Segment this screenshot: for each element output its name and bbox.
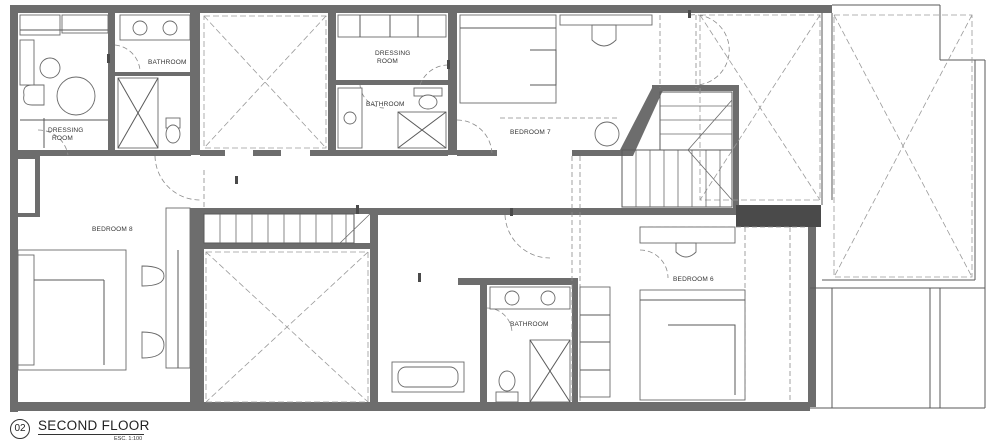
dressing-room-center-furniture [337, 14, 447, 38]
exterior-walls [10, 5, 832, 412]
void-areas [203, 14, 973, 403]
bathroom-lower-fixtures [391, 286, 611, 403]
drawing-scale: ESC. 1:100 [114, 436, 143, 442]
bathroom-top-left-fixtures [117, 14, 191, 149]
room-label-dressing-room-center-line-2: ROOM [377, 58, 398, 65]
room-label-bathroom-center: BATHROOM [366, 101, 405, 108]
room-label-dressing-room-center-line-1: DRESSING [375, 50, 411, 57]
room-label-bedroom-8: BEDROOM 8 [92, 226, 133, 233]
bedroom-7-furniture [459, 14, 653, 147]
room-label-dressing-room-left-line-2: ROOM [52, 135, 73, 142]
bathroom-center-fixtures [337, 87, 447, 149]
drawing-number-badge: 02 [10, 419, 30, 439]
room-label-bedroom-7: BEDROOM 7 [510, 129, 551, 136]
bedroom-8-furniture [17, 207, 191, 371]
bedroom-6-furniture [639, 226, 746, 401]
room-label-bathroom-lower: BATHROOM [510, 321, 549, 328]
room-label-dressing-room-left-line-1: DRESSING [48, 127, 84, 134]
title-underline [38, 434, 144, 435]
room-label-bedroom-6: BEDROOM 6 [673, 276, 714, 283]
interior-walls [18, 13, 821, 408]
dressing-room-left-furniture [19, 14, 109, 148]
drawing-title: SECOND FLOOR [38, 418, 150, 433]
staircase-upper [621, 91, 733, 208]
outline-lines [810, 4, 986, 409]
door-tick-marks [107, 10, 691, 282]
staircase-lower [203, 213, 371, 244]
room-label-bathroom-top-left: BATHROOM [148, 59, 187, 66]
